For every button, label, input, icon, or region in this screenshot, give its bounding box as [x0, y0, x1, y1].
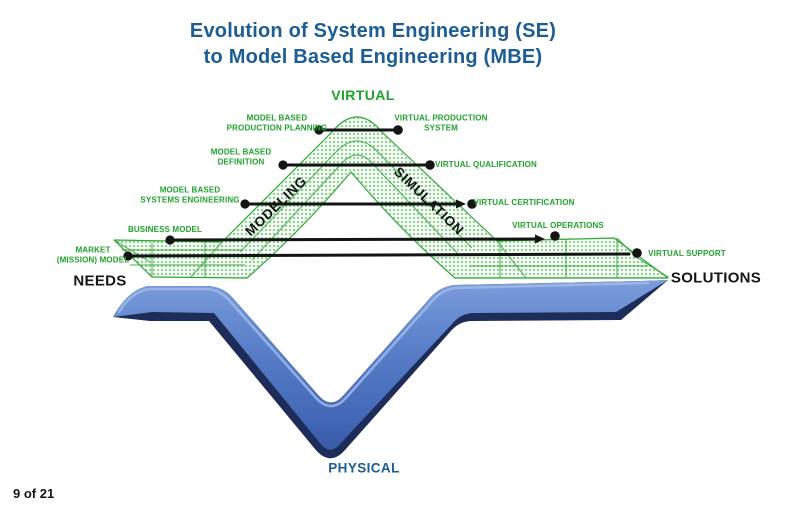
physical-v-surface — [113, 280, 668, 450]
connector-systems-engineering-certification — [240, 199, 477, 209]
label-model-based-systems-engineering: MODEL BASED SYSTEMS ENGINEERING — [140, 185, 240, 205]
label-virtual-production-system: VIRTUAL PRODUCTION SYSTEM — [394, 113, 488, 133]
label-market-mission-model: MARKET (MISSION) MODEL — [56, 245, 130, 265]
label-virtual-certification: VIRTUAL CERTIFICATION — [473, 197, 575, 207]
connector-business-operations — [165, 231, 560, 245]
physical-v-highlight — [117, 281, 650, 408]
label-model-based-production-planning: MODEL BASED PRODUCTION PLANNING — [226, 113, 328, 133]
connector-definition-qualification — [278, 160, 435, 170]
page-indicator: 9 of 21 — [13, 486, 55, 501]
virtual-axis-label: VIRTUAL — [331, 87, 395, 103]
label-virtual-qualification: VIRTUAL QUALIFICATION — [435, 159, 537, 169]
slide-title: Evolution of System Engineering (SE) to … — [189, 20, 557, 69]
label-virtual-support: VIRTUAL SUPPORT — [648, 248, 726, 258]
label-model-based-definition: MODEL BASED DEFINITION — [210, 147, 272, 167]
connector-market-support — [123, 248, 642, 261]
physical-v-shape — [113, 280, 668, 459]
solutions-label: SOLUTIONS — [670, 269, 762, 287]
label-virtual-operations: VIRTUAL OPERATIONS — [512, 220, 604, 230]
physical-axis-label: PHYSICAL — [328, 460, 400, 476]
label-business-model: BUSINESS MODEL — [127, 224, 203, 234]
needs-label: NEEDS — [73, 272, 127, 290]
virtual-band-shape — [113, 116, 669, 279]
connector-production-planning — [314, 125, 403, 135]
